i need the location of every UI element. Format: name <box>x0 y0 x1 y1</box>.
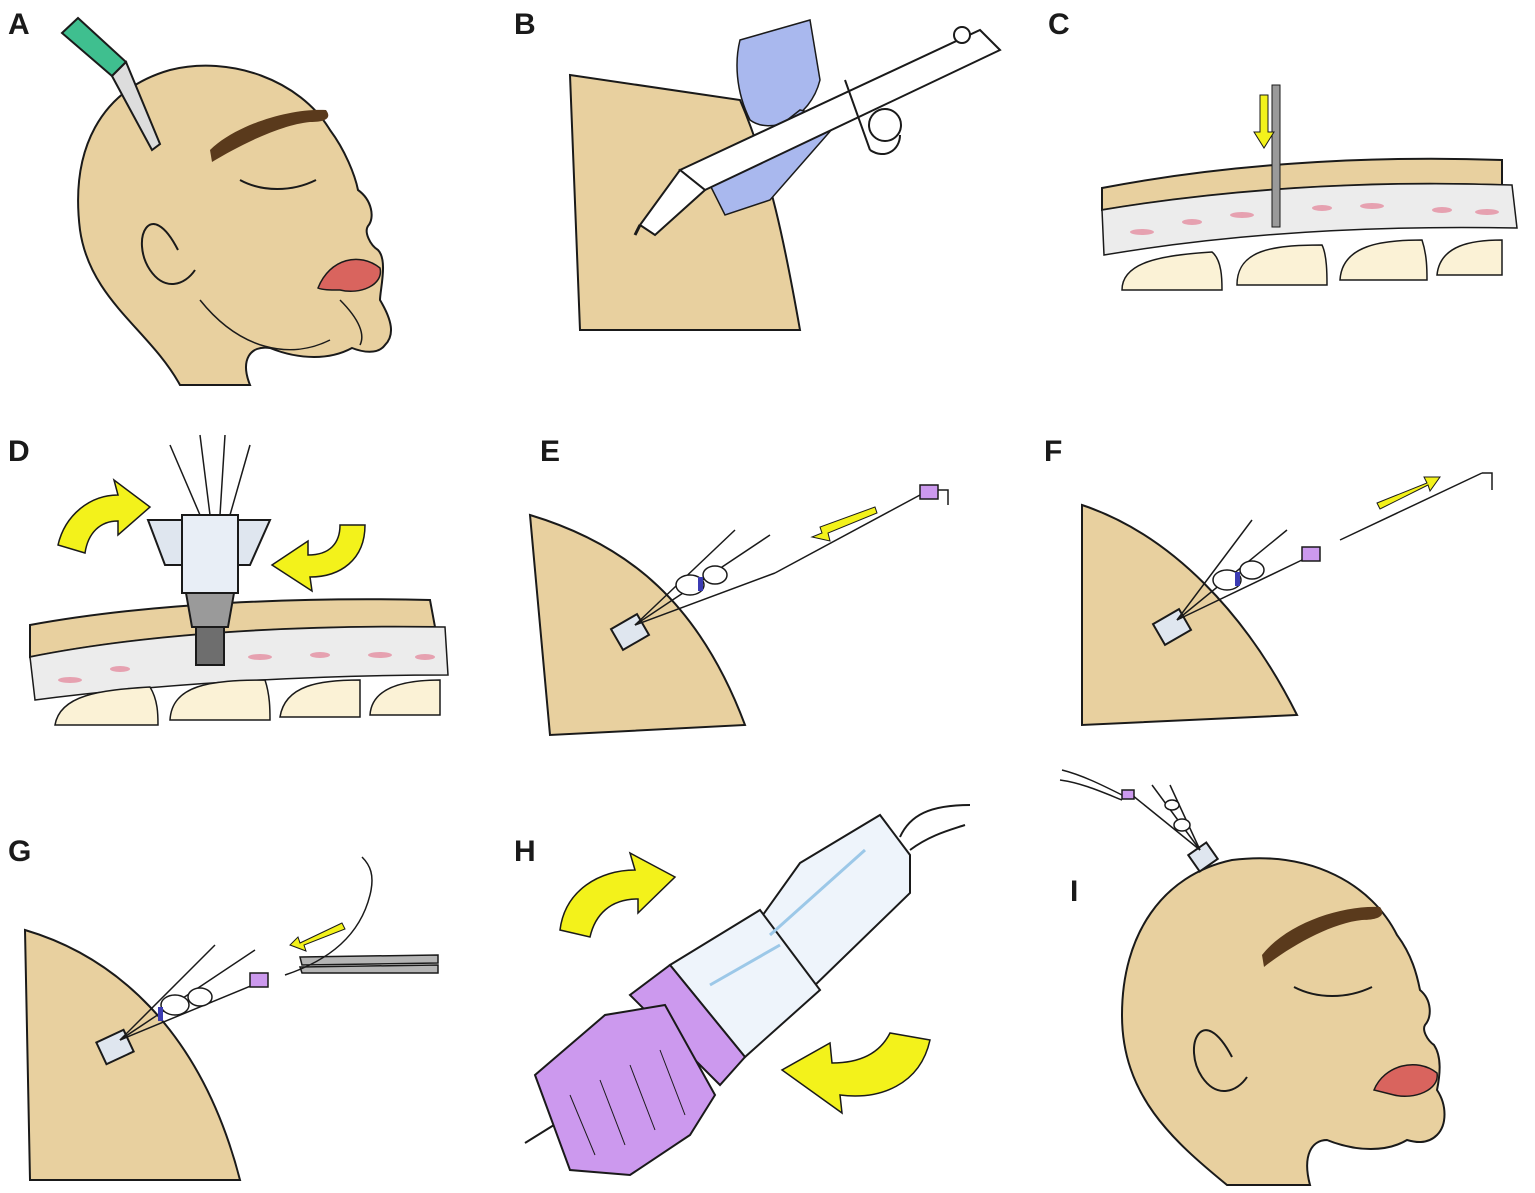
ear <box>140 223 196 285</box>
arrow-icon <box>1253 94 1275 149</box>
closed-eye <box>1293 986 1373 997</box>
panel-label-a: A <box>8 8 30 41</box>
skin-surface <box>23 928 242 1181</box>
purple-cap-icon <box>533 963 747 1177</box>
arrow-icon <box>1376 476 1441 510</box>
panel-c-illustration <box>1101 84 1518 291</box>
drill-icon <box>633 26 1002 237</box>
marrow-dots <box>1130 203 1499 235</box>
bolt-icon <box>1186 841 1220 873</box>
panel-b-illustration <box>568 19 1002 331</box>
catheter-icon <box>1176 519 1321 621</box>
panel-label-d: D <box>8 435 30 468</box>
panel-g-illustration <box>23 856 439 1181</box>
arrow-icon <box>810 506 878 542</box>
skin-surface <box>1081 503 1299 727</box>
panel-label-e: E <box>540 435 561 468</box>
panel-f-illustration <box>1081 472 1493 727</box>
eyebrow <box>1262 906 1383 967</box>
stylet-icon <box>1339 472 1493 541</box>
lips <box>1372 1064 1438 1097</box>
bolt-icon <box>146 434 272 666</box>
lips <box>317 258 382 292</box>
panel-e: E <box>510 395 1022 795</box>
panel-e-illustration <box>528 484 949 737</box>
scalpel-icon <box>60 16 162 152</box>
panel-label-b: B <box>514 8 536 41</box>
panel-i-illustration <box>1059 769 1446 1186</box>
panel-label-g: G <box>8 835 32 868</box>
catheter-icon <box>1059 769 1201 851</box>
panel-b: B <box>510 0 1022 395</box>
panel-a-illustration <box>60 16 392 386</box>
arrow-icon <box>289 922 346 952</box>
panel-d-illustration <box>29 434 449 726</box>
panel-h: H <box>510 795 1022 1193</box>
panel-c: C <box>1022 0 1535 395</box>
jaw-line <box>199 299 363 351</box>
panel-a: A <box>0 0 510 395</box>
catheter-icon <box>119 944 269 1041</box>
needle-icon <box>1271 84 1281 228</box>
stylet-icon <box>919 484 949 505</box>
arrow-icon <box>559 851 931 1115</box>
panel-label-h: H <box>514 835 536 868</box>
panel-g: G <box>0 795 510 1193</box>
cable <box>899 804 971 851</box>
brain-gyri <box>54 679 441 726</box>
bone-layer <box>1101 182 1518 256</box>
forceps-icon <box>284 856 439 976</box>
ear <box>1193 1029 1248 1092</box>
brain-gyri <box>1121 239 1503 291</box>
connector-body <box>668 813 911 1059</box>
panel-label-c: C <box>1048 8 1070 41</box>
panel-d: D <box>0 395 510 795</box>
panel-i: I <box>1022 769 1535 1193</box>
marrow-dots <box>58 652 435 683</box>
head-profile <box>77 64 392 386</box>
catheter-icon <box>634 494 921 626</box>
closed-eye <box>239 179 317 190</box>
panel-label-i: I <box>1070 875 1079 908</box>
panel-label-f: F <box>1044 435 1063 468</box>
panel-h-illustration <box>524 804 971 1177</box>
arrow-icon <box>57 478 366 593</box>
panel-f: F <box>1022 395 1535 795</box>
head-profile <box>1120 857 1446 1186</box>
eyebrow <box>210 109 329 162</box>
